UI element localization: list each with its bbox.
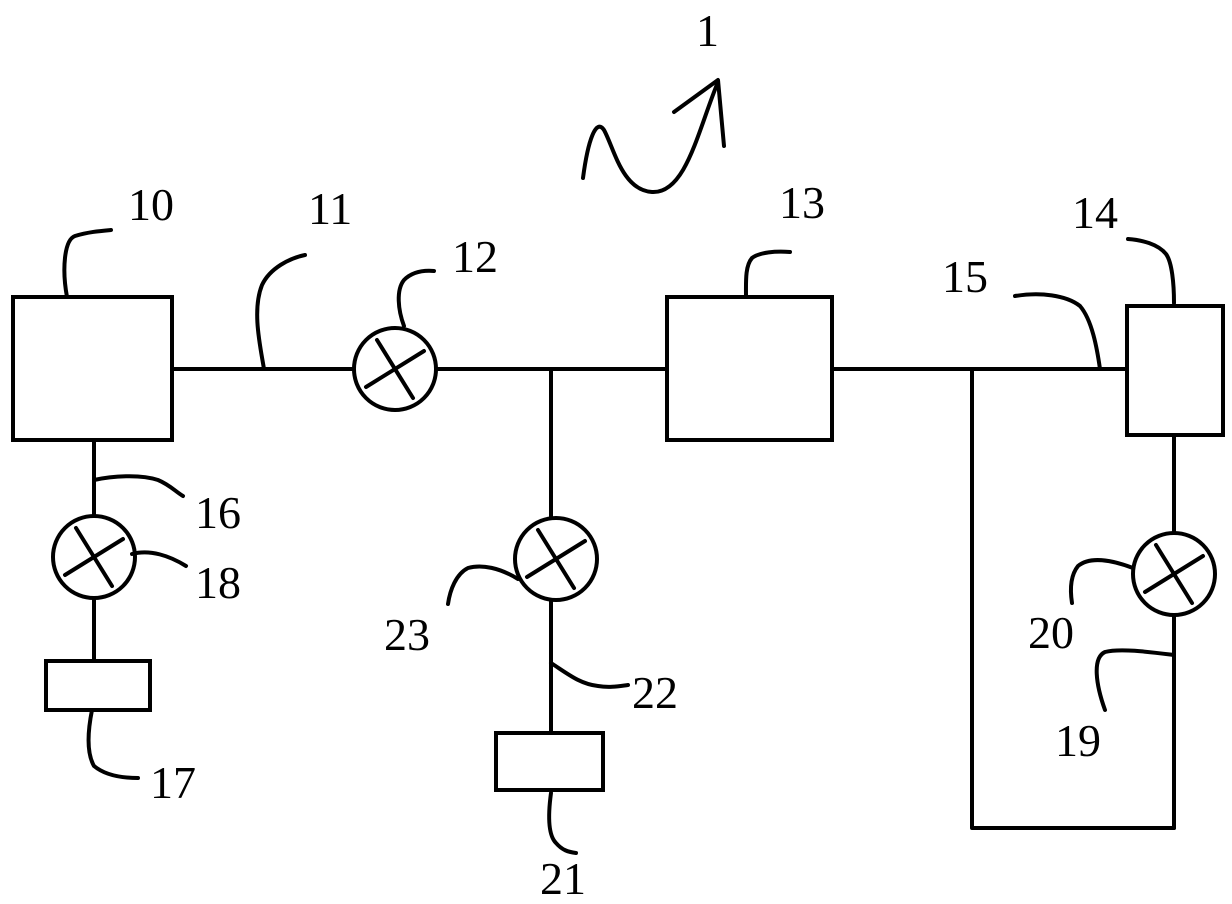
leader-11 xyxy=(255,253,307,371)
leader-13 xyxy=(743,249,792,299)
valve-18 xyxy=(51,514,137,600)
label-14: 14 xyxy=(1072,187,1118,238)
component-17 xyxy=(44,659,152,712)
label-17: 17 xyxy=(150,757,196,808)
leader-21 xyxy=(547,791,578,855)
component-21 xyxy=(494,731,605,792)
label-22: 22 xyxy=(632,667,678,718)
component-10 xyxy=(11,295,174,442)
leader-14 xyxy=(1126,237,1176,305)
label-21: 21 xyxy=(540,853,586,904)
leader-16 xyxy=(92,474,185,498)
leader-12 xyxy=(396,268,436,328)
label-1: 1 xyxy=(696,5,719,56)
label-12: 12 xyxy=(452,231,498,282)
label-15: 15 xyxy=(942,251,988,302)
leader-22 xyxy=(549,661,630,689)
label-13: 13 xyxy=(779,177,825,228)
label-23: 23 xyxy=(384,609,430,660)
leader-15 xyxy=(1013,292,1102,371)
valve-23 xyxy=(513,516,599,602)
reference-arrow xyxy=(581,80,720,195)
label-19: 19 xyxy=(1055,715,1101,766)
component-14 xyxy=(1125,304,1225,437)
leader-17 xyxy=(86,708,140,780)
valve-20 xyxy=(1131,531,1217,617)
label-11: 11 xyxy=(308,183,352,234)
leader-19 xyxy=(1094,648,1176,712)
reference-arrowhead xyxy=(672,78,726,148)
label-16: 16 xyxy=(195,487,241,538)
label-10: 10 xyxy=(128,179,174,230)
label-18: 18 xyxy=(195,557,241,608)
bypass-loop xyxy=(970,367,1176,830)
leader-20 xyxy=(1068,558,1135,605)
leader-18 xyxy=(130,550,188,568)
leader-23 xyxy=(446,564,520,606)
component-13 xyxy=(665,295,834,442)
leader-10 xyxy=(62,228,113,299)
label-20: 20 xyxy=(1028,607,1074,658)
valve-12 xyxy=(352,326,438,412)
